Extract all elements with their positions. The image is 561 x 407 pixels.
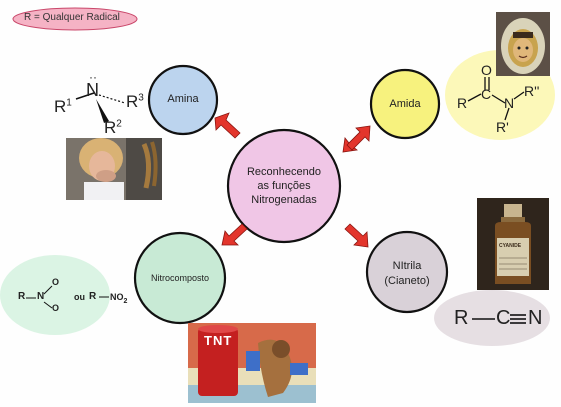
amida-formula-n: N (504, 95, 515, 111)
center-label-line2: as funções (257, 180, 311, 192)
nitrila-formula-r: R (454, 307, 469, 329)
nitrila-formula-n: N (528, 307, 543, 329)
nitro-formula-r2: R (89, 291, 97, 302)
nitro-label: Nitrocomposto (150, 273, 210, 283)
amida-formula-c: C (481, 86, 492, 102)
radical-note: R = Qualquer Radical (10, 6, 140, 32)
nitrila-circle (365, 230, 449, 314)
amina-photo (66, 138, 162, 200)
center-label-line1: Reconhecendo (246, 166, 321, 178)
amina-formula-r3: R3 (126, 92, 144, 111)
amina-label: Amina (167, 93, 199, 105)
tnt-text: TNT (204, 333, 233, 348)
nitrila-label: NItrila (Cianeto) (372, 259, 442, 289)
tnt-photo: TNT (188, 323, 316, 403)
arrow-to-amina (214, 112, 241, 139)
amida-photo (496, 12, 550, 76)
nitro-formula-no2: NO2 (110, 292, 128, 305)
nitro-formula-r: R (18, 291, 26, 302)
nitrila-label-line2: (Cianeto) (384, 275, 430, 287)
amina-circle (147, 64, 219, 136)
amida-circle (369, 68, 441, 140)
amina-formula-r2: R2 (104, 118, 122, 137)
nitro-formula-n: N (37, 291, 45, 302)
center-label-line3: Nitrogenadas (251, 194, 317, 206)
amina-formula-r1: R1 (54, 97, 72, 116)
amida-label: Amida (389, 98, 421, 110)
amida-formula-r1: R' (496, 119, 509, 135)
arrow-to-nitro (221, 223, 248, 246)
nitro-formula-o-top: O (52, 277, 60, 287)
nitrila-formula-c: C (496, 307, 511, 329)
center-label: Reconhecendo as funções Nitrogenadas (230, 165, 338, 207)
center-circle (226, 128, 342, 244)
nitro-formula-o-bot: O (52, 303, 60, 313)
nitrila-label-line1: NItrila (392, 260, 422, 272)
nitro-circle (133, 231, 227, 325)
amida-formula-r2: R'' (524, 83, 540, 99)
amina-lone-pair: ·· (89, 70, 97, 84)
amina-formula-n: N (86, 80, 99, 100)
nitrila-photo: CYANIDE (477, 198, 549, 290)
amida-formula-o: O (481, 62, 492, 78)
nitro-formula-ou: ou (74, 292, 85, 302)
arrow-to-nitrila (344, 223, 369, 248)
radical-note-text: R = Qualquer Radical (24, 12, 120, 23)
amida-formula-r: R (457, 95, 468, 111)
cyanide-label: CYANIDE (499, 243, 522, 249)
arrow-to-amida (342, 125, 371, 153)
